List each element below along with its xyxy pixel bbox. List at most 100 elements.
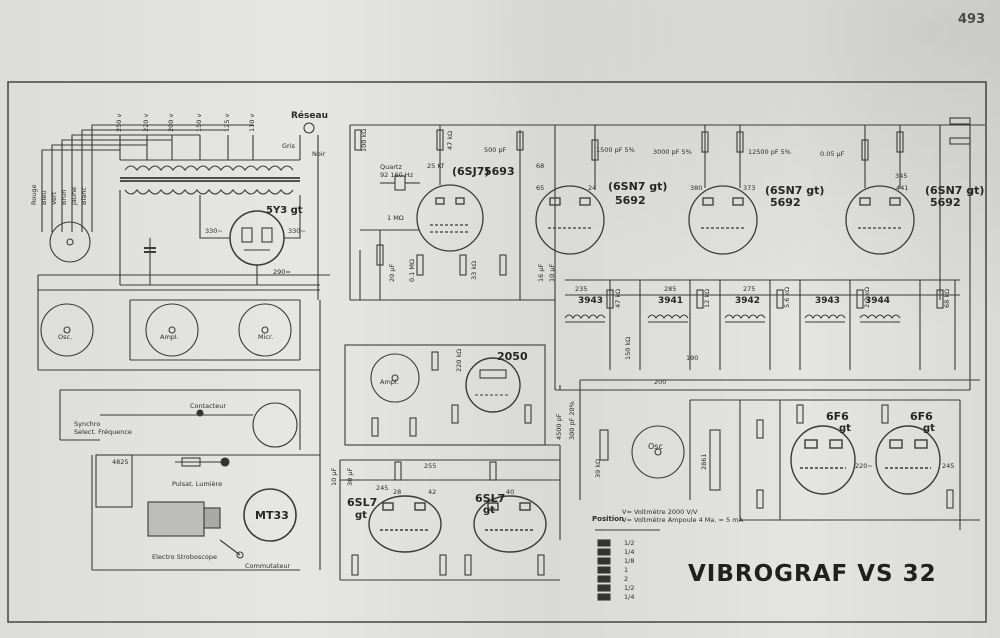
component-value: 190 (686, 354, 699, 362)
power-supply (41, 122, 320, 300)
component-value: 150 kΩ (624, 336, 632, 360)
top-rails (349, 117, 985, 391)
mains-gris: Gris (282, 142, 295, 150)
component-value: 5.6 kΩ (783, 286, 791, 308)
positions-note-1: V= Voltmètre 2000 V/V (622, 508, 698, 516)
component-value: 220~ (855, 462, 873, 470)
component-value: 285 (664, 285, 677, 293)
voltage-label: 250 v (115, 113, 123, 132)
frame (7, 81, 987, 623)
quartz-freq: 92 160 Hz (380, 171, 414, 179)
rectifier-in: 330~ (205, 227, 223, 235)
component-value: 300 pF 20% (568, 401, 576, 440)
socket-ampl2: Ampl. (380, 378, 399, 386)
component-value: 373 (743, 184, 756, 192)
component-value: 0.05 µF (820, 150, 845, 158)
tube-code-label: 4825 (112, 458, 129, 466)
wire-color-label: Brun (60, 189, 68, 205)
component-value: 245 (376, 484, 389, 492)
filter-label: 3943 (815, 296, 841, 306)
electro-label: Electro Stroboscope (152, 553, 217, 561)
mains-noir: Noir (312, 150, 326, 158)
mains-heading: Réseau (291, 111, 328, 121)
tube-6sl7-2-sub: gt (483, 505, 495, 516)
middle-section (344, 344, 560, 446)
quartz-label: Quartz (380, 163, 402, 171)
positions-heading: Position (592, 515, 625, 523)
component-value: 25 Kf (427, 162, 444, 170)
positions-row: 2 (624, 575, 629, 583)
component-value: 33 kΩ (470, 260, 478, 280)
strobe-section (59, 300, 321, 571)
component-value: 1 MΩ (387, 214, 404, 222)
component-value: 47 kΩ (446, 130, 454, 150)
component-value: 12500 pF 5% (748, 148, 791, 156)
component-value: 47 kΩ (614, 288, 622, 308)
rectifier-label: 5Y3 gt (266, 205, 303, 216)
tube-6sl7-1-label: 6SL7 (347, 496, 378, 509)
component-value: 30 µF (346, 467, 354, 486)
tube-6sl7-2-label: 6SL7 (475, 492, 506, 505)
schematic-title: VIBROGRAF VS 32 (688, 561, 937, 587)
component-value: 20 µF (388, 263, 396, 282)
tube-6sn7-1-code: 5692 (615, 194, 646, 207)
select-freq-label: Select. Fréquence (74, 428, 132, 436)
voltage-label: 150 v (195, 113, 203, 132)
tube-mt33-label: MT33 (255, 509, 289, 522)
tube-6sn7-3-code: 5692 (930, 196, 961, 209)
component-value: 245 (942, 462, 955, 470)
wire-color-label: Vert (50, 191, 58, 205)
sockets (37, 274, 330, 371)
top-tubes (416, 184, 915, 255)
tube-6f6-2-sub: gt (923, 423, 935, 434)
voltage-label: 110 v (248, 113, 256, 132)
component-value: 345 (895, 172, 908, 180)
voltage-label: 125 v (223, 113, 231, 132)
tube-6f6-2-label: 6F6 (910, 410, 933, 423)
component-value: 42 (428, 488, 437, 496)
component-value: 10 µF (330, 467, 338, 486)
component-value: 275 (743, 285, 756, 293)
tube-6sn7-1-label: (6SN7 gt) (608, 180, 668, 193)
tube-6sl7-1-sub: gt (355, 510, 367, 521)
filter-label: 3941 (658, 296, 684, 306)
tube-6f6-1-label: 6F6 (826, 410, 849, 423)
component-value: 255 (424, 462, 437, 470)
positions-row: 1 (624, 566, 629, 574)
tube-6sj7-label: (6SJ7) (452, 165, 490, 178)
positions-note-2: V= Voltmètre Ampoule 4 Ma. = 5 mA (622, 516, 743, 524)
component-value: 65 (536, 184, 545, 192)
tube-2050-label: 2050 (497, 350, 528, 363)
component-value: 0.1 MΩ (408, 259, 416, 282)
component-value: 441 (896, 184, 909, 192)
socket-osc: Osc. (58, 333, 73, 341)
component-value: 10 µF (548, 263, 556, 282)
component-value: 100 kΩ (360, 128, 368, 152)
positions-row: 1/4 (624, 548, 635, 556)
component-value: 24 (588, 184, 597, 192)
commutateur-label: Commutateur (245, 562, 291, 570)
tube-6sn7-2-code: 5692 (770, 196, 801, 209)
rectifier-out: 330~ (288, 227, 306, 235)
component-value: 235 (575, 285, 588, 293)
component-value: 68 (536, 162, 545, 170)
contact-label: Contacteur (190, 402, 227, 410)
socket-micr: Micr. (258, 333, 274, 341)
osc-ind: 2861 (700, 453, 708, 470)
component-value: 220 kΩ (455, 348, 463, 372)
positions-row: 1/2 (624, 584, 635, 592)
tube-6sj7-code: 5693 (484, 165, 515, 178)
positions-row: 1/2 (624, 539, 635, 547)
component-value: 2.2 kΩ (863, 286, 871, 308)
filter-label: 3942 (735, 296, 761, 306)
component-value: 3000 pF 5% (653, 148, 692, 156)
osc-label: Osc (648, 442, 663, 451)
positions-row: 1/4 (624, 593, 635, 601)
component-value: 500 pF (484, 146, 507, 154)
positions-row: 1/8 (624, 557, 635, 565)
component-value: 200 (654, 378, 667, 386)
bottom-wiring (339, 379, 980, 601)
socket-ampl: Ampl. (160, 333, 179, 341)
voltage-label: 220 v (142, 113, 150, 132)
